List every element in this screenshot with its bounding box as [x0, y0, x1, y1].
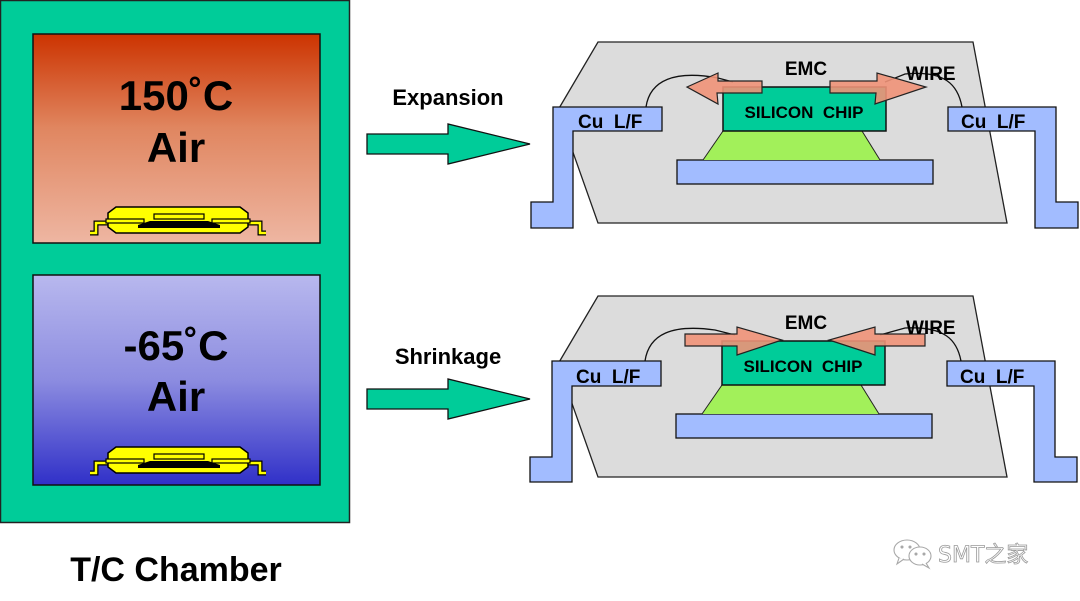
cold-zone: -65˚C Air [32, 274, 321, 486]
cold-temperature: -65˚C [123, 322, 228, 369]
bond-wire-right [884, 72, 963, 108]
stress-arrow-right-inward [826, 326, 926, 356]
stress-arrow-left-outward [685, 72, 763, 106]
chip-label: SILICON CHIP [743, 357, 862, 376]
transition-label-expansion: Expansion [392, 85, 503, 110]
watermark-text: SMT之家 [938, 543, 1028, 568]
die-pad [675, 413, 933, 439]
transition-expansion: Expansion [366, 85, 531, 165]
wire-label: WIRE [906, 318, 956, 339]
package-cross-section-expansion: SILICON CHIP Cu L/F Cu L/F EMC WIRE [530, 41, 1079, 229]
hot-zone: 150˚C Air [32, 33, 321, 244]
lead-frame-right [947, 106, 1079, 229]
right-arrow-icon [366, 123, 531, 165]
silicon-chip [722, 86, 887, 132]
wire-label: WIRE [906, 64, 956, 85]
stress-arrow-left-inward [684, 326, 785, 356]
lead-label-right: Cu L/F [960, 367, 1024, 388]
emc-label: EMC [785, 59, 828, 80]
wechat-icon [893, 539, 932, 570]
lead-frame-left [529, 360, 662, 483]
lead-frame-left [530, 106, 663, 229]
bond-wire-left [644, 327, 736, 362]
cold-zone-box [32, 274, 321, 486]
package-icon-cold [90, 447, 266, 473]
lead-label-left: Cu L/F [576, 367, 640, 388]
die-attach [703, 131, 880, 160]
chamber-title: T/C Chamber [70, 551, 282, 589]
tc-chamber: 150˚C Air -65˚C Air T/C Chamber [0, 0, 351, 589]
lead-label-right: Cu L/F [961, 112, 1025, 133]
transition-shrinkage: Shrinkage [366, 344, 531, 420]
watermark: SMT之家 [893, 539, 1029, 570]
chip-label: SILICON CHIP [744, 103, 863, 122]
cold-medium: Air [147, 373, 205, 420]
lead-label-left: Cu L/F [578, 112, 642, 133]
stress-arrow-right-outward [829, 72, 929, 105]
bond-wire-right [879, 327, 962, 362]
package-cross-section-shrinkage: SILICON CHIP Cu L/F Cu L/F EMC WIRE [529, 295, 1078, 483]
right-arrow-icon [366, 378, 531, 420]
emc-label: EMC [785, 313, 828, 334]
transition-label-shrinkage: Shrinkage [395, 344, 501, 369]
die-pad [676, 159, 934, 185]
hot-temperature: 150˚C [119, 72, 233, 119]
hot-medium: Air [147, 124, 205, 171]
die-attach [702, 385, 879, 414]
package-icon-hot [90, 207, 266, 233]
lead-frame-right [946, 360, 1078, 483]
